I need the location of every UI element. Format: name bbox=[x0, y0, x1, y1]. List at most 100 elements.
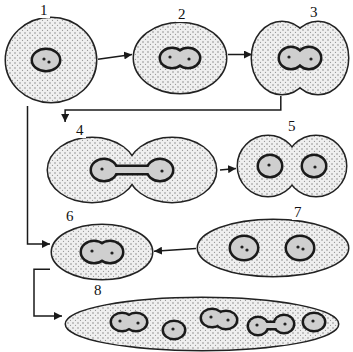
cell-body bbox=[66, 298, 338, 350]
outline bbox=[262, 323, 280, 328]
process-arrow bbox=[220, 168, 236, 170]
fill bbox=[216, 312, 236, 328]
cell-illustration bbox=[252, 4, 348, 96]
nucleus bbox=[33, 50, 59, 70]
nucleus bbox=[164, 322, 184, 338]
nucleolus bbox=[287, 55, 290, 58]
outline bbox=[126, 314, 146, 330]
nucleolus bbox=[209, 315, 212, 318]
outline bbox=[66, 298, 338, 350]
fill bbox=[52, 225, 152, 279]
process-arrow bbox=[34, 269, 62, 316]
callout-number: 6 bbox=[64, 208, 76, 224]
cell-node: 1 bbox=[4, 2, 98, 106]
cell-body bbox=[198, 220, 348, 276]
fill bbox=[66, 298, 338, 350]
callout-number: 8 bbox=[92, 282, 104, 298]
callout-number: 7 bbox=[292, 204, 304, 220]
nucleolus bbox=[311, 319, 314, 322]
fill bbox=[98, 242, 122, 262]
nucleus bbox=[280, 48, 320, 68]
cell-node: 2 bbox=[132, 6, 228, 94]
process-arrow bbox=[154, 248, 196, 251]
fill bbox=[287, 237, 313, 259]
nucleus bbox=[249, 316, 293, 334]
nucleus bbox=[287, 237, 313, 259]
nucleolus bbox=[160, 169, 163, 172]
nucleolus bbox=[313, 165, 316, 168]
outline bbox=[298, 48, 320, 68]
outline bbox=[231, 237, 257, 259]
fill bbox=[231, 237, 257, 259]
nucleus bbox=[202, 310, 236, 328]
outline bbox=[177, 49, 199, 67]
outline bbox=[33, 50, 59, 70]
nucleolus bbox=[245, 248, 248, 251]
outline bbox=[216, 312, 236, 328]
outline bbox=[52, 225, 152, 279]
nucleolus bbox=[171, 327, 174, 330]
outline bbox=[110, 167, 154, 173]
fill bbox=[286, 136, 346, 196]
nucleus bbox=[304, 314, 324, 330]
nucleus bbox=[92, 160, 172, 180]
nucleolus bbox=[226, 318, 229, 321]
outline bbox=[134, 23, 226, 93]
nucleus bbox=[112, 314, 146, 330]
nucleus bbox=[259, 156, 281, 176]
outline bbox=[259, 156, 281, 176]
callout-number: 1 bbox=[38, 2, 50, 18]
nucleolus bbox=[267, 163, 270, 166]
nucleolus bbox=[309, 57, 312, 60]
cell-body bbox=[52, 225, 152, 279]
cell-node: 3 bbox=[252, 4, 348, 96]
process-arrow bbox=[98, 54, 132, 59]
cell-body bbox=[6, 18, 96, 102]
nucleolus bbox=[42, 57, 45, 60]
outline bbox=[164, 322, 184, 338]
nucleolus bbox=[90, 249, 93, 252]
process-arrow bbox=[228, 54, 252, 56]
cell-illustration bbox=[4, 2, 98, 106]
fill bbox=[110, 167, 154, 173]
nucleolus bbox=[136, 321, 139, 324]
cell-body bbox=[252, 22, 348, 94]
nucleolus bbox=[255, 323, 258, 326]
outline bbox=[286, 136, 346, 196]
outline bbox=[304, 314, 324, 330]
process-arrow bbox=[28, 106, 51, 244]
cell-illustration bbox=[44, 122, 220, 202]
cell-illustration bbox=[196, 204, 350, 278]
outline bbox=[98, 242, 122, 262]
fill bbox=[33, 50, 59, 70]
cell-body bbox=[238, 136, 346, 196]
nucleolus bbox=[47, 60, 50, 63]
nucleus bbox=[303, 156, 325, 176]
outline bbox=[198, 220, 348, 276]
callout-number: 2 bbox=[176, 6, 188, 22]
nucleolus bbox=[296, 245, 299, 248]
cell-illustration bbox=[62, 282, 342, 350]
callout-number: 3 bbox=[308, 4, 320, 20]
nucleolus bbox=[187, 57, 190, 60]
process-arrow bbox=[65, 96, 281, 122]
cell-body bbox=[134, 23, 226, 93]
fill bbox=[303, 156, 325, 176]
fill bbox=[6, 18, 96, 102]
fill bbox=[177, 49, 199, 67]
nucleolus bbox=[168, 55, 171, 58]
cell-node: 5 bbox=[236, 118, 348, 202]
nucleus bbox=[161, 49, 199, 67]
fill bbox=[198, 220, 348, 276]
fill bbox=[164, 322, 184, 338]
nucleus bbox=[231, 237, 257, 259]
callout-number: 4 bbox=[74, 122, 86, 138]
nucleolus bbox=[240, 245, 243, 248]
nucleus bbox=[82, 242, 122, 262]
nucleolus bbox=[110, 251, 113, 254]
fill bbox=[304, 314, 324, 330]
fill bbox=[126, 314, 146, 330]
outline bbox=[6, 18, 96, 102]
fill bbox=[298, 48, 320, 68]
cell-node: 7 bbox=[196, 204, 350, 278]
